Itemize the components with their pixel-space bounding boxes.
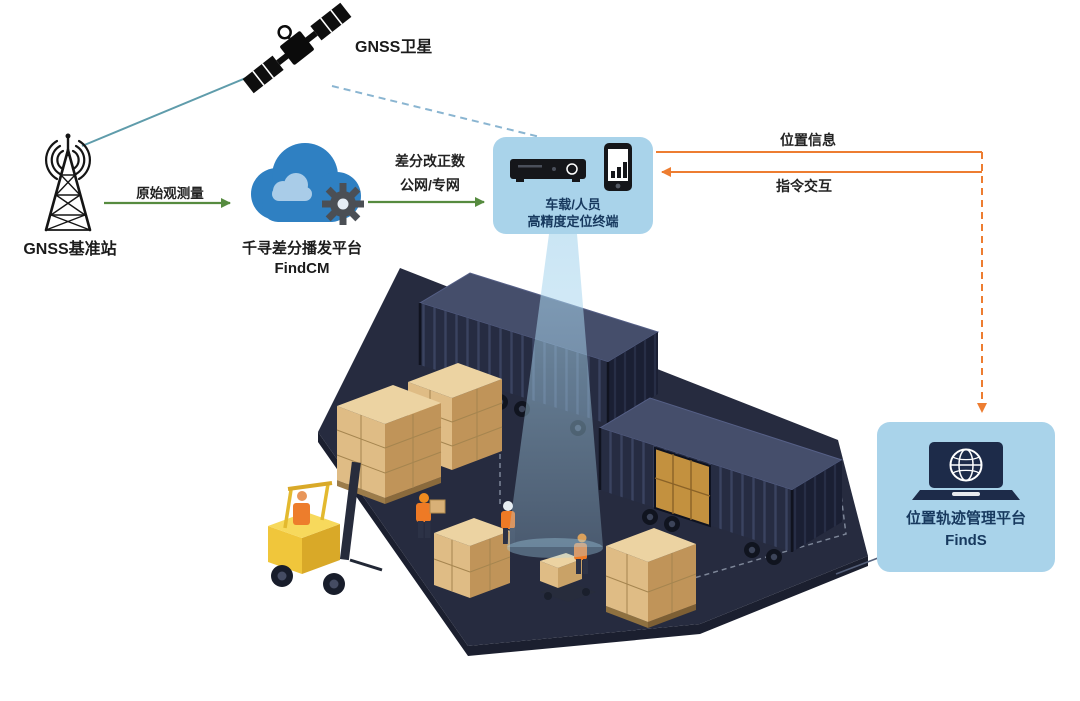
pallet-stack-center	[433, 518, 511, 598]
gear-icon	[322, 183, 364, 225]
base-station-label: GNSS基准站	[23, 241, 117, 258]
platform-product-label: FindS	[945, 532, 987, 549]
laptop-globe-icon	[912, 442, 1020, 501]
platform-callout-line	[835, 557, 879, 575]
terminal-bubble: 车载/人员 高精度定位终端	[493, 137, 653, 234]
terminal-device-icons	[508, 141, 638, 193]
receiver-icon	[510, 158, 586, 182]
terminal-label-line1: 车载/人员	[545, 196, 601, 212]
radio-tower-icon	[44, 133, 92, 232]
satellite-base-link-line	[81, 69, 266, 147]
warehouse-scene	[268, 234, 868, 656]
container-right	[598, 397, 844, 565]
satellite-label: GNSS卫星	[355, 39, 433, 56]
phone-icon	[604, 142, 632, 191]
correction-label-line1: 差分改正数	[395, 153, 465, 169]
correction-label-line2: 公网/专网	[400, 177, 460, 193]
raw-observation-label: 原始观测量	[136, 186, 204, 201]
terminal-label-line2: 高精度定位终端	[527, 213, 619, 229]
cloud-platform-name: 千寻差分播发平台	[241, 240, 362, 257]
cloud-product-name: FindCM	[274, 260, 330, 277]
container-open-door	[654, 446, 711, 528]
satellite-icon	[242, 2, 352, 94]
cloud-icon	[251, 143, 364, 225]
receiver-and-phone-icons	[510, 142, 632, 191]
container-right-wheels	[642, 509, 782, 565]
platform-name-label: 位置轨迹管理平台	[905, 510, 1026, 528]
pallet-stack-right	[605, 528, 697, 628]
position-info-label: 位置信息	[780, 132, 836, 148]
pallet-stack-front	[336, 385, 442, 504]
forklift	[268, 461, 383, 595]
positioning-beam	[507, 234, 603, 558]
platform-bubble: 位置轨迹管理平台 FindS	[877, 422, 1055, 572]
satellite-terminal-dashed-line	[331, 85, 541, 138]
worker-1	[416, 493, 446, 538]
command-label: 指令交互	[776, 178, 832, 194]
